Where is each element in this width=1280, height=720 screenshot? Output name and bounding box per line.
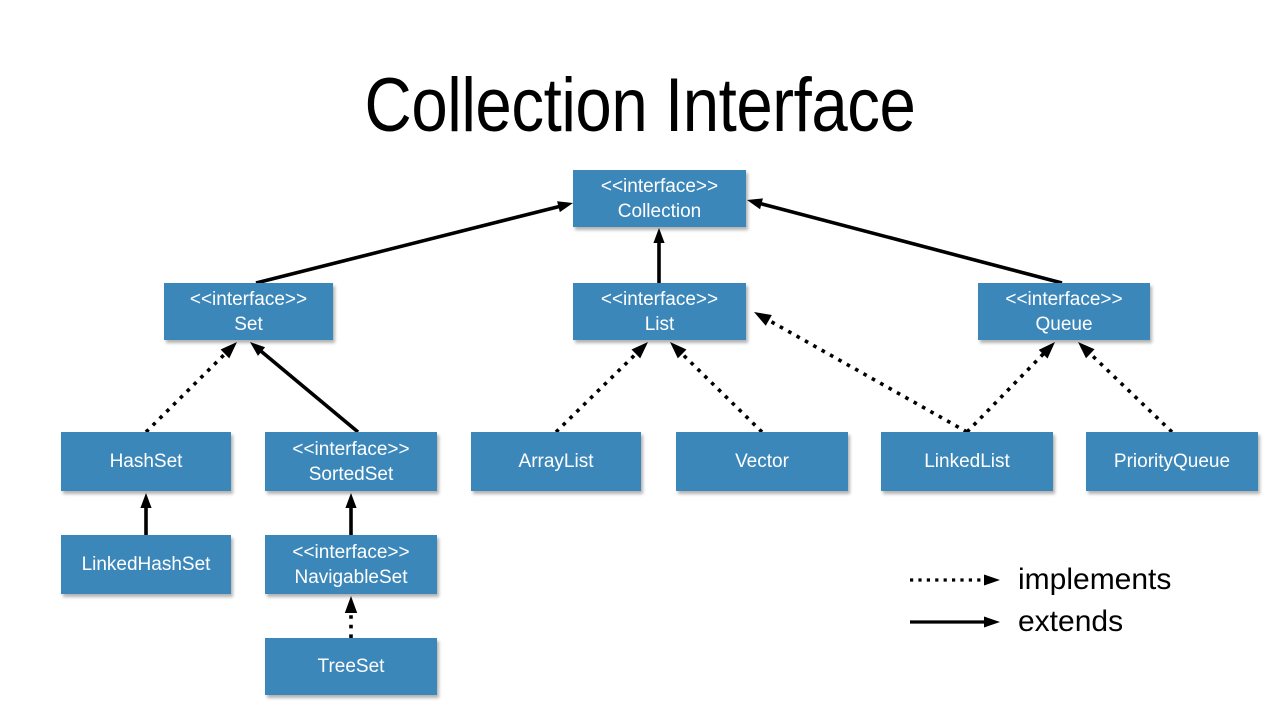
node-list[interactable]: <<interface>> List xyxy=(573,283,746,340)
edge-linkedlist-to-list xyxy=(762,315,968,434)
node-hashset[interactable]: HashSet xyxy=(61,432,231,491)
solid-arrow-icon xyxy=(908,610,1006,634)
node-label: NavigableSet xyxy=(294,566,408,588)
node-arraylist[interactable]: ArrayList xyxy=(471,432,641,491)
node-label: HashSet xyxy=(109,451,183,472)
edge-hashset-to-set xyxy=(144,348,231,434)
arrowhead-linkedlist-to-queue xyxy=(1038,342,1055,359)
edge-set-to-collection xyxy=(255,203,565,285)
page-title: Collection Interface xyxy=(364,63,916,148)
node-label: LinkedList xyxy=(924,451,1010,472)
node-label: ArrayList xyxy=(518,451,594,472)
node-stereotype: <<interface>> xyxy=(1005,288,1123,310)
arrowhead-linkedhashset-to-hashset xyxy=(140,493,152,508)
node-linkedhashset[interactable]: LinkedHashSet xyxy=(61,535,231,594)
node-navigableset[interactable]: <<interface>> NavigableSet xyxy=(265,535,437,594)
legend-label-implements: implements xyxy=(1018,563,1172,596)
arrowhead-arraylist-to-list xyxy=(631,342,648,359)
node-label: PriorityQueue xyxy=(1113,451,1231,472)
legend-item-extends: extends xyxy=(908,602,1208,642)
dotted-arrow-icon xyxy=(908,568,1006,592)
edge-arraylist-to-list xyxy=(554,348,642,434)
node-label: List xyxy=(644,313,675,335)
edge-queue-to-collection xyxy=(755,200,1063,285)
node-stereotype: <<interface>> xyxy=(600,288,719,310)
arrowhead-treeset-to-navigableset xyxy=(344,596,358,613)
arrowhead-linkedlist-to-list xyxy=(754,312,772,326)
arrowhead-vector-to-list xyxy=(670,342,687,359)
node-stereotype: <<interface>> xyxy=(600,175,719,197)
arrowhead-hashset-to-set xyxy=(220,342,237,359)
node-stereotype: <<interface>> xyxy=(292,541,410,563)
arrowhead-priorityqueue-to-queue xyxy=(1078,342,1095,359)
legend-item-implements: implements xyxy=(908,560,1208,600)
arrowhead-queue-to-collection xyxy=(747,198,763,210)
node-label: Queue xyxy=(1035,313,1093,335)
node-label: Vector xyxy=(735,451,789,472)
node-priorityqueue[interactable]: PriorityQueue xyxy=(1086,432,1258,491)
node-stereotype: <<interface>> xyxy=(189,288,308,310)
node-label: TreeSet xyxy=(317,656,385,677)
arrowhead-list-to-collection xyxy=(653,228,665,243)
edge-sortedset-to-set xyxy=(255,346,360,434)
node-label: Collection xyxy=(617,200,702,222)
node-stereotype: <<interface>> xyxy=(292,438,410,460)
node-label: SortedSet xyxy=(308,463,394,485)
arrowhead-set-to-collection xyxy=(557,201,573,213)
edge-priorityqueue-to-queue xyxy=(1084,348,1174,434)
node-label: LinkedHashSet xyxy=(81,554,211,575)
node-vector[interactable]: Vector xyxy=(676,432,848,491)
edge-linkedlist-to-queue xyxy=(965,348,1049,434)
edge-vector-to-list xyxy=(676,348,764,434)
arrowhead-navigableset-to-sortedset xyxy=(345,493,357,508)
arrowhead-sortedset-to-set xyxy=(250,342,266,356)
node-collection[interactable]: <<interface>> Collection xyxy=(573,170,746,227)
node-treeset[interactable]: TreeSet xyxy=(265,638,437,695)
node-queue[interactable]: <<interface>> Queue xyxy=(978,283,1150,340)
node-linkedlist[interactable]: LinkedList xyxy=(881,432,1053,491)
node-sortedset[interactable]: <<interface>> SortedSet xyxy=(265,432,437,491)
legend-label-extends: extends xyxy=(1018,605,1124,638)
node-set[interactable]: <<interface>> Set xyxy=(164,283,333,340)
node-label: Set xyxy=(234,313,263,335)
legend: implements extends xyxy=(908,560,1208,652)
